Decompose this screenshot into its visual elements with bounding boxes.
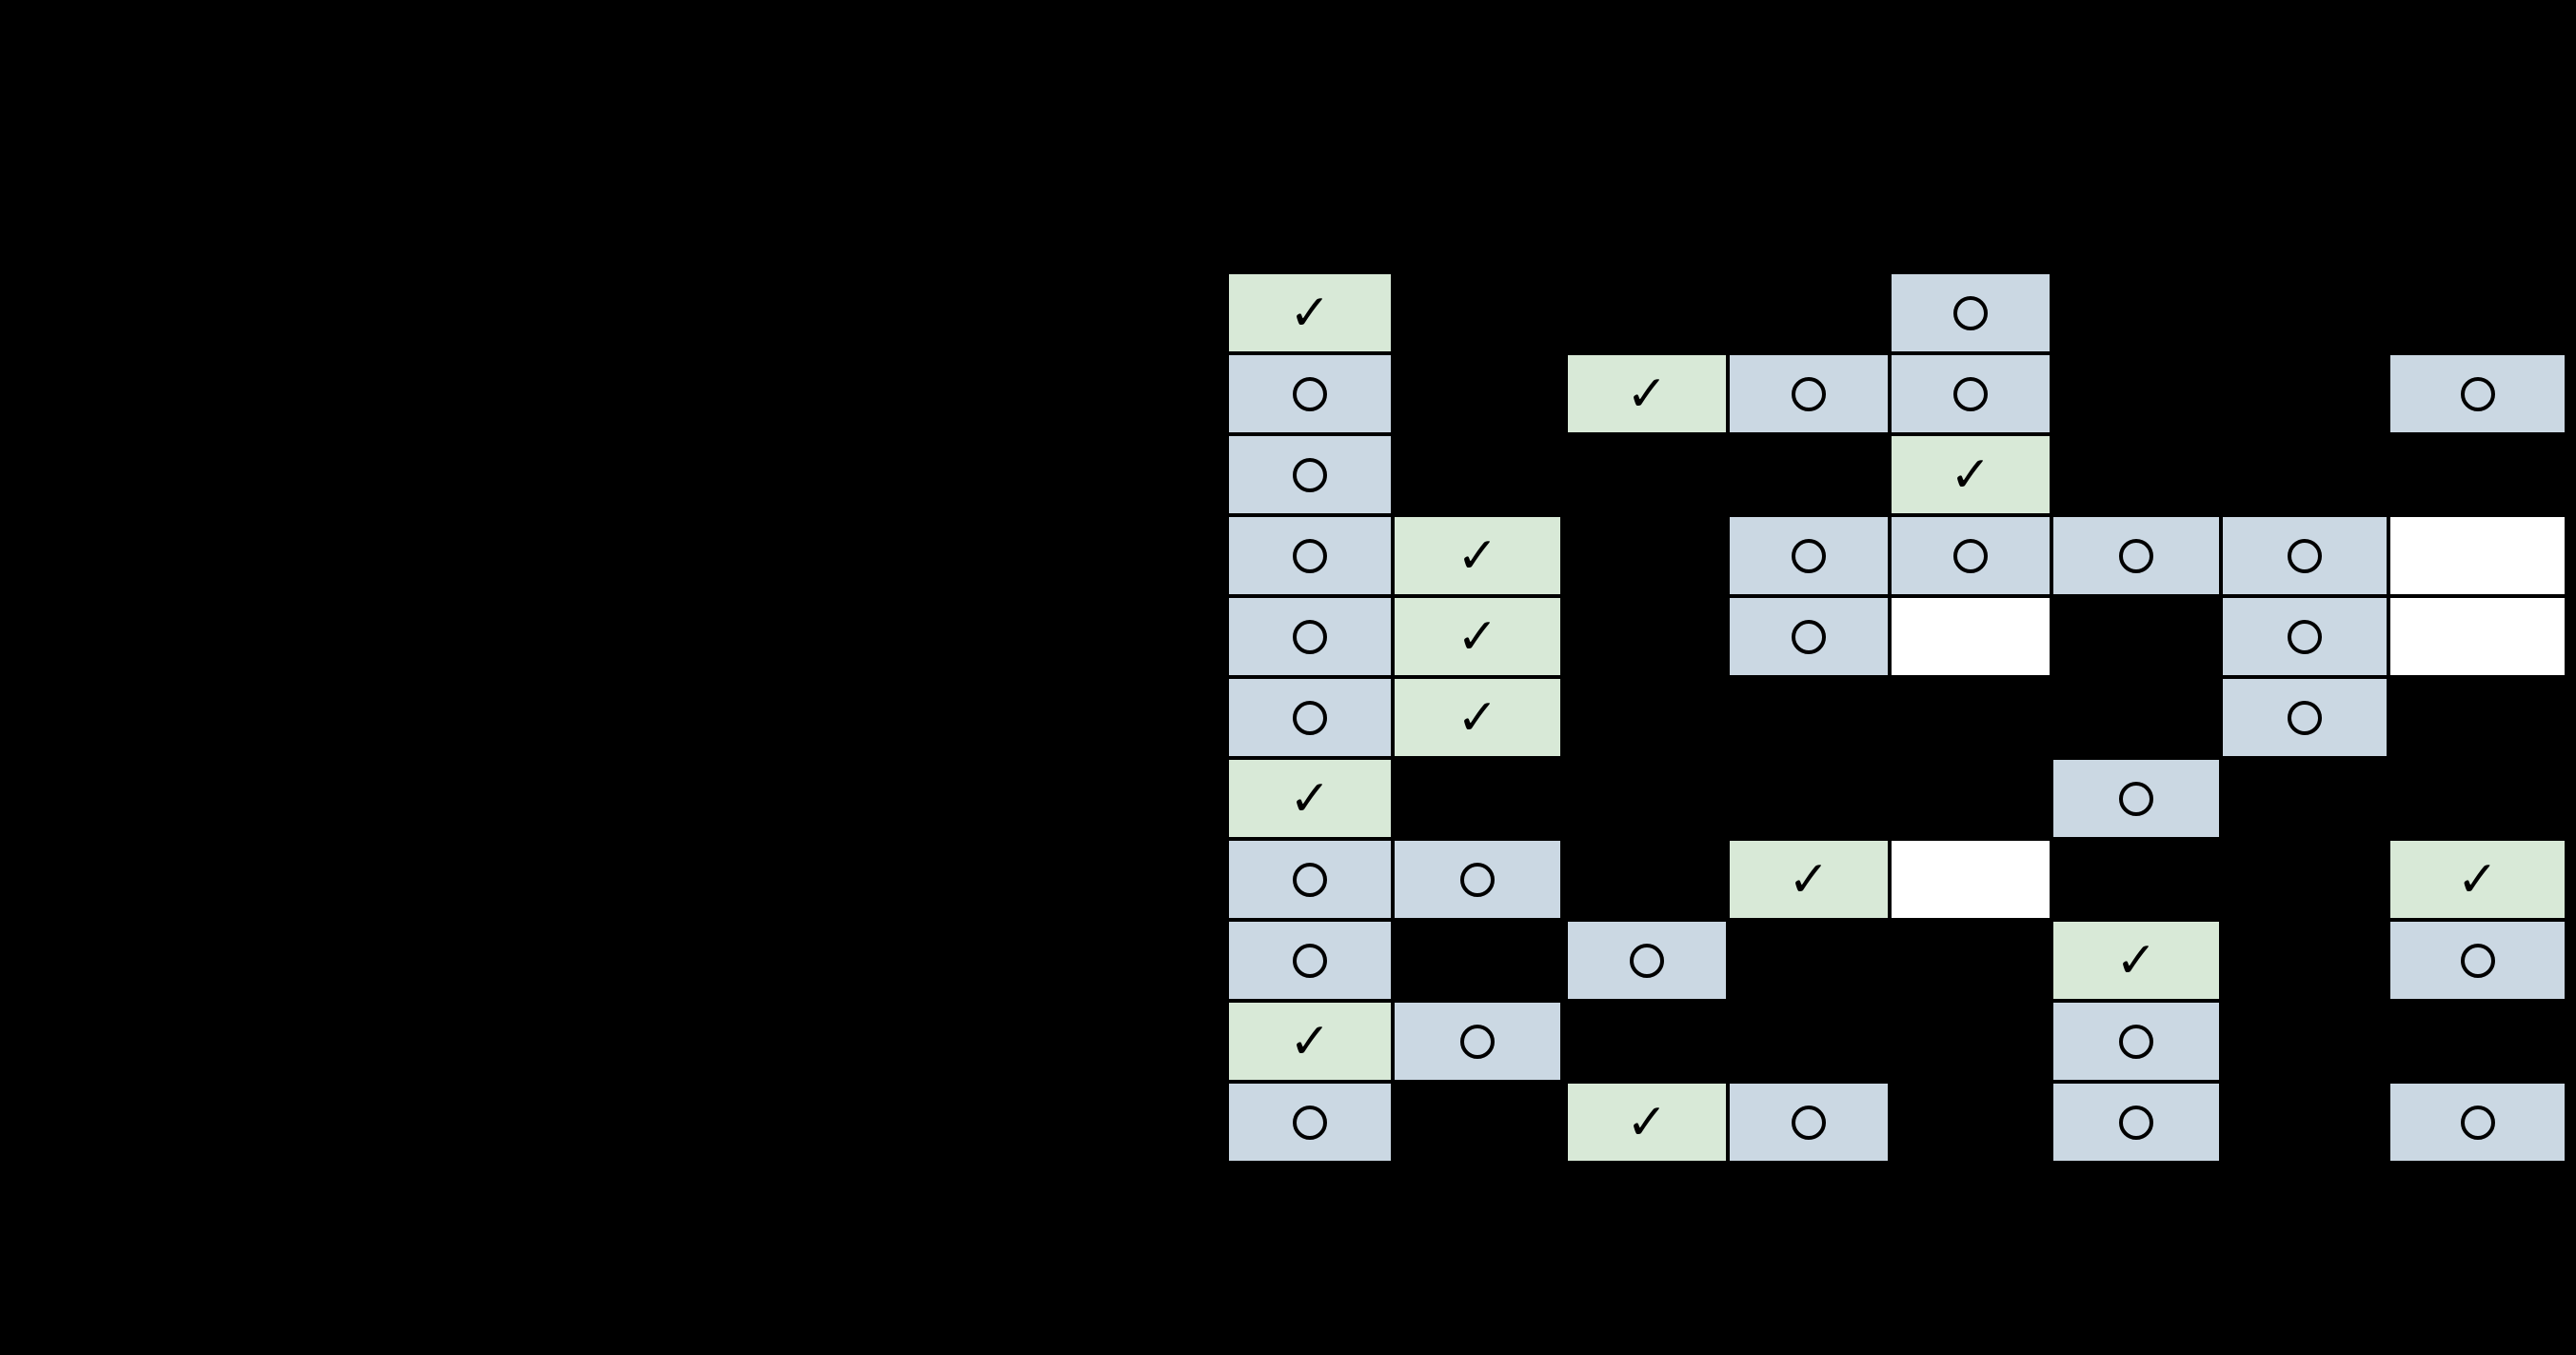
matrix-cell-r9-c5 xyxy=(2051,1001,2221,1082)
circle-icon xyxy=(2460,1105,2495,1140)
circle-icon xyxy=(1953,538,1988,573)
matrix-cell-r0-c4 xyxy=(1890,272,2051,353)
check-icon: ✓ xyxy=(2456,850,2499,908)
circle-icon xyxy=(1792,619,1826,654)
circle-icon xyxy=(2288,619,2322,654)
matrix-cell-r8-c7 xyxy=(2388,920,2566,1001)
matrix-cell-r3-c5 xyxy=(2051,515,2221,596)
check-icon: ✓ xyxy=(1456,608,1498,666)
circle-icon xyxy=(1293,700,1327,735)
circle-icon xyxy=(1293,1105,1327,1140)
circle-icon xyxy=(2119,1024,2153,1059)
matrix-cell-r4-c7 xyxy=(2388,596,2566,677)
matrix-cell-r5-c6 xyxy=(2221,677,2388,758)
matrix-cell-r10-c3 xyxy=(1728,1082,1890,1163)
matrix-cell-r7-c3: ✓ xyxy=(1728,839,1890,920)
matrix-cell-r4-c6 xyxy=(2221,596,2388,677)
matrix-cell-r1-c2: ✓ xyxy=(1566,353,1728,434)
matrix-cell-r4-c0 xyxy=(1227,596,1393,677)
circle-icon xyxy=(2288,538,2322,573)
matrix-cell-r5-c0 xyxy=(1227,677,1393,758)
check-icon: ✓ xyxy=(1289,284,1331,342)
matrix-cell-r6-c5 xyxy=(2051,758,2221,839)
matrix-cell-r3-c1: ✓ xyxy=(1393,515,1562,596)
matrix-cell-r1-c4 xyxy=(1890,353,2051,434)
circle-icon xyxy=(2460,376,2495,411)
circle-icon xyxy=(2119,781,2153,816)
matrix-cell-r7-c7: ✓ xyxy=(2388,839,2566,920)
circle-icon xyxy=(1293,457,1327,492)
matrix-cell-r3-c4 xyxy=(1890,515,2051,596)
circle-icon xyxy=(1293,619,1327,654)
matrix-cell-r10-c5 xyxy=(2051,1082,2221,1163)
check-icon: ✓ xyxy=(1456,527,1498,585)
circle-icon xyxy=(2119,1105,2153,1140)
matrix-cell-r4-c3 xyxy=(1728,596,1890,677)
matrix-cell-r9-c1 xyxy=(1393,1001,1562,1082)
circle-icon xyxy=(1792,1105,1826,1140)
matrix-cell-r7-c0 xyxy=(1227,839,1393,920)
matrix-cell-r2-c0 xyxy=(1227,434,1393,515)
matrix-cell-r3-c6 xyxy=(2221,515,2388,596)
check-icon: ✓ xyxy=(1456,688,1498,747)
matrix-cell-r10-c7 xyxy=(2388,1082,2566,1163)
matrix-cell-r7-c4 xyxy=(1890,839,2051,920)
matrix-cell-r2-c4: ✓ xyxy=(1890,434,2051,515)
matrix-cell-r8-c2 xyxy=(1566,920,1728,1001)
matrix-cell-r3-c7 xyxy=(2388,515,2566,596)
matrix-cell-r0-c0: ✓ xyxy=(1227,272,1393,353)
check-icon: ✓ xyxy=(1289,769,1331,827)
circle-icon xyxy=(2119,538,2153,573)
circle-icon xyxy=(2288,700,2322,735)
matrix-cell-r6-c0: ✓ xyxy=(1227,758,1393,839)
matrix-cell-r1-c3 xyxy=(1728,353,1890,434)
check-icon: ✓ xyxy=(1626,1093,1668,1151)
matrix-cell-r8-c0 xyxy=(1227,920,1393,1001)
circle-icon xyxy=(1630,943,1664,978)
matrix-cell-r10-c0 xyxy=(1227,1082,1393,1163)
circle-icon xyxy=(1293,862,1327,897)
circle-icon xyxy=(1953,376,1988,411)
circle-icon xyxy=(1792,376,1826,411)
circle-icon xyxy=(1293,376,1327,411)
matrix-cell-r3-c3 xyxy=(1728,515,1890,596)
matrix-cell-r9-c0: ✓ xyxy=(1227,1001,1393,1082)
matrix-cell-r4-c1: ✓ xyxy=(1393,596,1562,677)
circle-icon xyxy=(1293,538,1327,573)
circle-icon xyxy=(1293,943,1327,978)
check-icon: ✓ xyxy=(2115,931,2157,989)
check-icon: ✓ xyxy=(1289,1012,1331,1070)
circle-icon xyxy=(1792,538,1826,573)
circle-icon xyxy=(2460,943,2495,978)
matrix-cell-r1-c7 xyxy=(2388,353,2566,434)
matrix-cell-r1-c0 xyxy=(1227,353,1393,434)
matrix-cell-r7-c1 xyxy=(1393,839,1562,920)
circle-icon xyxy=(1460,1024,1495,1059)
matrix-cell-r3-c0 xyxy=(1227,515,1393,596)
check-icon: ✓ xyxy=(1788,850,1830,908)
matrix-cell-r8-c5: ✓ xyxy=(2051,920,2221,1001)
matrix-cell-r10-c2: ✓ xyxy=(1566,1082,1728,1163)
check-icon: ✓ xyxy=(1626,365,1668,423)
circle-icon xyxy=(1460,862,1495,897)
check-icon: ✓ xyxy=(1950,446,1991,504)
circle-icon xyxy=(1953,295,1988,330)
matrix-cell-r5-c1: ✓ xyxy=(1393,677,1562,758)
status-matrix: ✓ ✓ ✓ ✓ ✓ ✓ ✓ ✓ ✓ ✓ ✓ ✓ xyxy=(1227,272,2566,1163)
matrix-cell-r4-c4 xyxy=(1890,596,2051,677)
